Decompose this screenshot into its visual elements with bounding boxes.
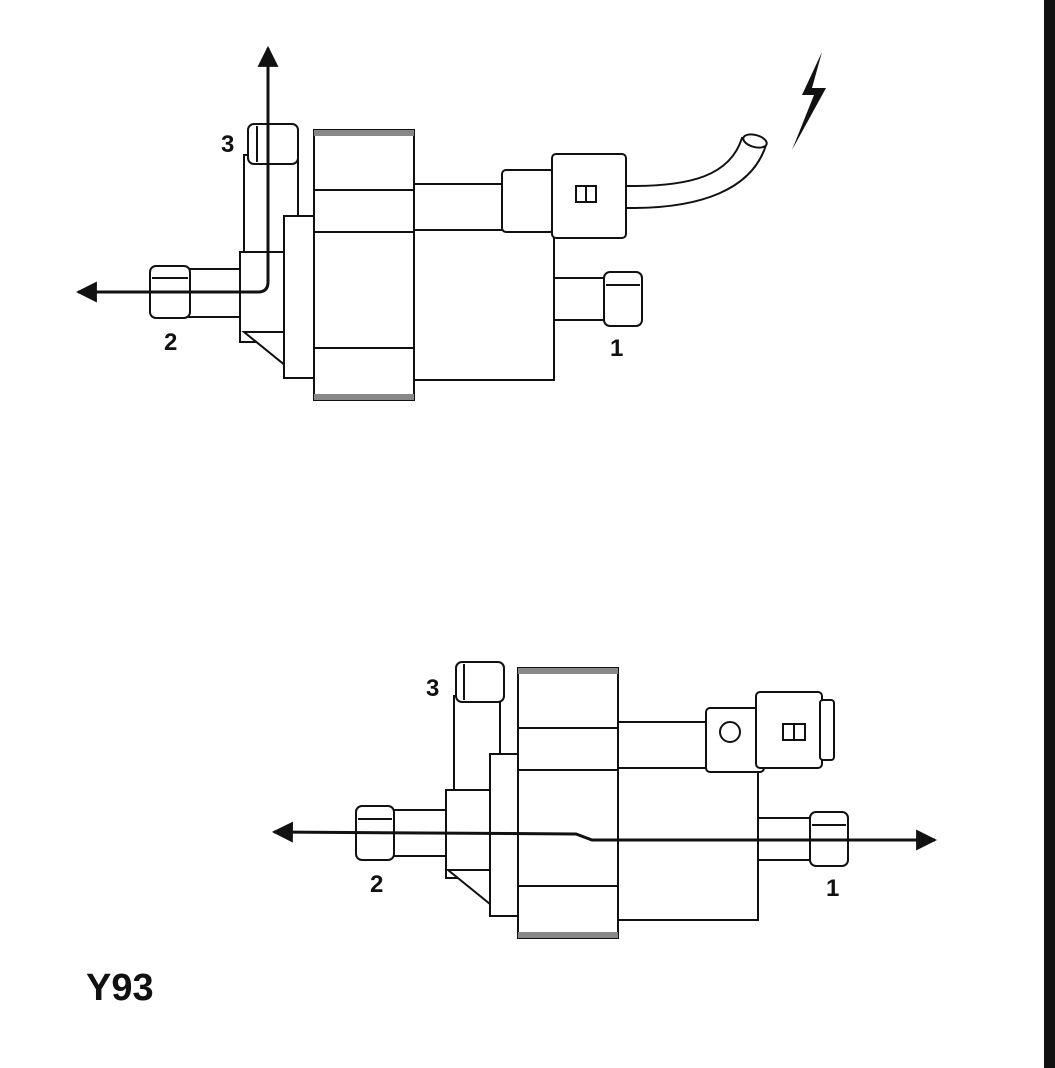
- port-label-1-lower: 1: [826, 875, 839, 902]
- connector-hole-icon: [719, 721, 741, 743]
- port-1-nozzle-upper: [553, 271, 643, 327]
- cable-upper: [625, 136, 768, 209]
- cable-end-upper: [742, 133, 768, 149]
- port-label-3-lower: 3: [426, 675, 439, 702]
- flange-upper: [283, 215, 317, 379]
- port-label-2-lower: 2: [370, 871, 383, 898]
- body-upper: [413, 227, 555, 381]
- port-label-3-upper: 3: [221, 131, 234, 158]
- page-edge-right: [1044, 0, 1055, 1068]
- valve-lower: 3 2 1: [271, 661, 938, 939]
- lightning-bolt-icon: [792, 52, 826, 150]
- coil-lower: [517, 667, 619, 939]
- flow-arrow-3-to-2: [75, 45, 279, 303]
- wedge-upper: [241, 331, 287, 369]
- connector-upper: [413, 153, 627, 239]
- wedge-lower: [445, 869, 491, 907]
- component-code: Y93: [86, 967, 154, 1009]
- base-block-upper: [239, 251, 291, 343]
- coil-upper: [313, 129, 415, 401]
- port-label-1-upper: 1: [610, 335, 623, 362]
- flow-arrow-1-to-2: [271, 821, 938, 851]
- body-lower: [617, 767, 759, 921]
- port-label-2-upper: 2: [164, 329, 177, 356]
- connector-lower: [617, 691, 835, 773]
- valve-upper: 3 2 1: [75, 45, 826, 401]
